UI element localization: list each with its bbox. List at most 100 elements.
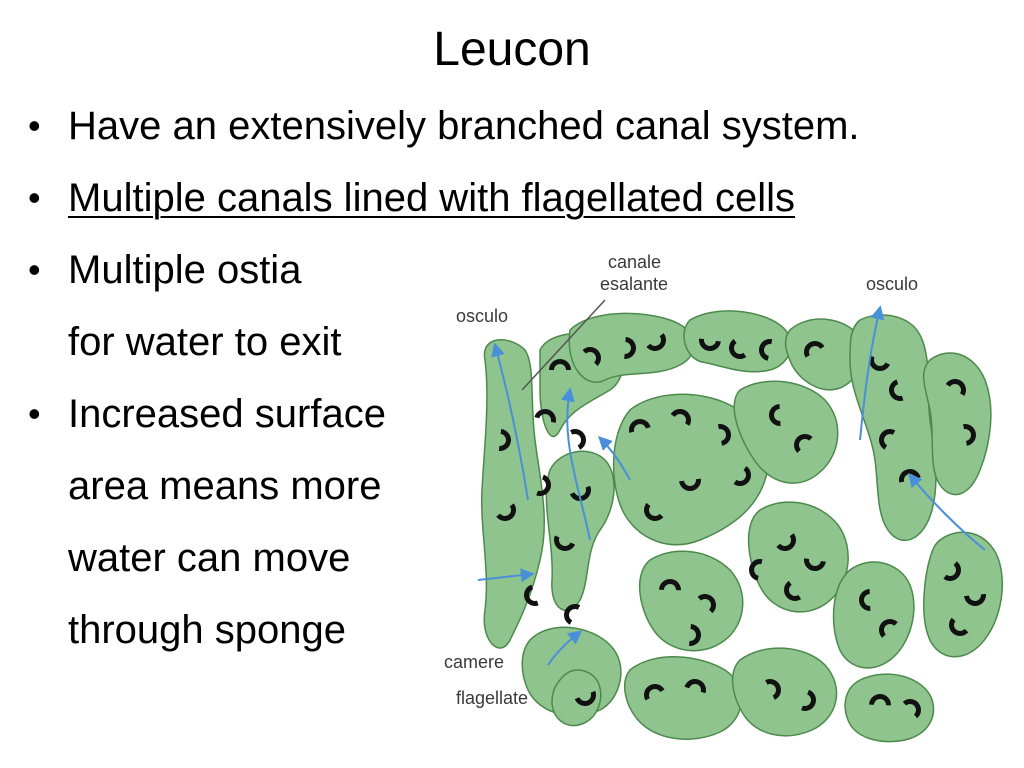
flagellated-chamber xyxy=(879,619,898,638)
flow-arrow xyxy=(547,630,583,666)
flagellated-chamber xyxy=(733,466,751,486)
flagellated-chamber xyxy=(684,679,706,694)
flagellated-chamber xyxy=(902,699,921,719)
bullet-continuation: through sponge xyxy=(28,598,988,670)
flagellated-chamber xyxy=(869,694,891,706)
flagellated-chamber xyxy=(964,593,986,606)
bullet-continuation: area means more xyxy=(28,454,988,526)
tissue-lobe-left3 xyxy=(545,450,615,612)
flow-arrow xyxy=(560,387,591,541)
tissue-lobe-bottom xyxy=(623,656,742,740)
flagellated-chamber xyxy=(697,594,716,614)
bullet-item: • Increased surface xyxy=(28,382,988,454)
bullet-text: for water to exit xyxy=(68,320,342,364)
bullet-text: Multiple canals lined with flagellated c… xyxy=(68,176,796,220)
tissue-lobe-top3 xyxy=(784,318,864,391)
tissue-lobe-center3 xyxy=(638,550,744,652)
flagellated-chamber xyxy=(869,355,890,371)
flagellated-chamber xyxy=(564,604,581,625)
flagellated-chamber xyxy=(549,359,571,370)
flagellated-chamber xyxy=(644,684,665,701)
tissue-lobe-center2 xyxy=(733,380,839,484)
bullet-text: Increased surface xyxy=(68,392,386,436)
tissue-lobe-bottom2 xyxy=(731,647,838,737)
flagellated-chamber xyxy=(569,485,591,501)
flagellated-chamber xyxy=(659,579,681,591)
flagellated-chamber xyxy=(949,617,969,636)
bullet-continuation: water can move xyxy=(28,526,988,598)
flagellated-chamber xyxy=(624,337,636,359)
bullet-item: • Have an extensively branched canal syst… xyxy=(28,94,988,166)
flagellated-chamber xyxy=(670,409,691,426)
flagellated-chamber xyxy=(729,338,747,359)
flagellated-chamber xyxy=(859,589,871,611)
bullet-text: Multiple ostia xyxy=(68,248,302,292)
label-osculo-left: osculo xyxy=(456,306,508,326)
tissue-lobe-right5 xyxy=(844,673,935,743)
flagellated-chamber xyxy=(646,333,666,351)
flagellated-chamber xyxy=(749,559,763,581)
flagellated-chamber xyxy=(574,690,596,706)
flagellated-chambers xyxy=(496,333,986,719)
flagellated-chamber xyxy=(496,503,516,521)
flagellated-chamber xyxy=(943,561,961,581)
flagellated-chamber xyxy=(524,584,539,606)
sponge-tissue xyxy=(480,310,1004,743)
bullet-text: through sponge xyxy=(68,608,347,652)
flagellated-chamber xyxy=(776,533,796,551)
flagellated-chamber xyxy=(536,474,551,496)
flagellated-chamber xyxy=(804,341,825,358)
flagellated-chamber xyxy=(582,347,601,367)
bullet-dot: • xyxy=(28,177,41,218)
flagellated-chamber xyxy=(554,535,576,551)
tissue-lobe-right1 xyxy=(849,314,937,542)
tissue-lobe-mid-left xyxy=(551,669,602,727)
flow-arrow xyxy=(491,342,529,501)
tissue-lobe-right3 xyxy=(923,531,1004,658)
label-camere: camere xyxy=(444,652,504,672)
flagellated-chamber xyxy=(679,478,701,491)
flagellated-chamber xyxy=(879,429,896,450)
bullet-item: • Multiple ostia xyxy=(28,238,988,310)
bullet-continuation: for water to exit xyxy=(28,310,988,382)
bullet-list: • Have an extensively branched canal syst… xyxy=(28,94,988,670)
water-flow-arrows xyxy=(477,305,986,666)
flagellated-chamber xyxy=(644,502,664,521)
tissue-lobe-right4 xyxy=(832,561,915,669)
flagellated-chamber xyxy=(899,469,921,483)
flagellated-chamber xyxy=(534,409,556,424)
bullet-item: • Multiple canals lined with flagellated … xyxy=(28,166,988,238)
flagellated-chamber xyxy=(794,434,813,453)
bullet-dot: • xyxy=(28,249,41,290)
label-esalante: esalante xyxy=(600,274,668,294)
flagellated-chamber xyxy=(945,379,966,396)
flagellated-chamber xyxy=(498,429,511,451)
bullet-text: area means more xyxy=(68,464,382,508)
flagellated-chamber xyxy=(689,624,701,646)
label-osculo-right: osculo xyxy=(866,274,918,294)
flagellated-chamber xyxy=(784,580,802,601)
flagellated-chamber xyxy=(629,419,651,433)
flagellated-chamber xyxy=(889,379,904,401)
flagellated-chamber xyxy=(765,679,781,700)
canale-pointer-line xyxy=(521,299,606,391)
flow-arrow xyxy=(477,568,535,583)
bullet-dot: • xyxy=(28,393,41,434)
bullet-text: water can move xyxy=(68,536,351,580)
tissue-lobe-right2 xyxy=(922,352,992,496)
flagellated-chamber xyxy=(963,424,976,446)
flagellated-chamber xyxy=(699,338,721,351)
flow-arrow xyxy=(859,305,885,441)
flagellated-chamber xyxy=(769,404,781,426)
slide-title: Leucon xyxy=(433,23,591,76)
label-canale: canale xyxy=(608,252,661,272)
label-flagellate: flagellate xyxy=(456,688,528,708)
flow-arrow xyxy=(908,472,986,551)
flagellated-chamber xyxy=(570,429,586,450)
flagellated-chamber xyxy=(804,558,826,571)
bullet-text: Have an extensively branched canal syste… xyxy=(68,104,860,148)
flagellated-chamber xyxy=(801,689,816,711)
bullet-dot: • xyxy=(28,105,41,146)
leucon-sponge-diagram: canale esalante osculo osculo camere fla… xyxy=(440,240,1020,760)
flow-arrow xyxy=(598,436,631,481)
